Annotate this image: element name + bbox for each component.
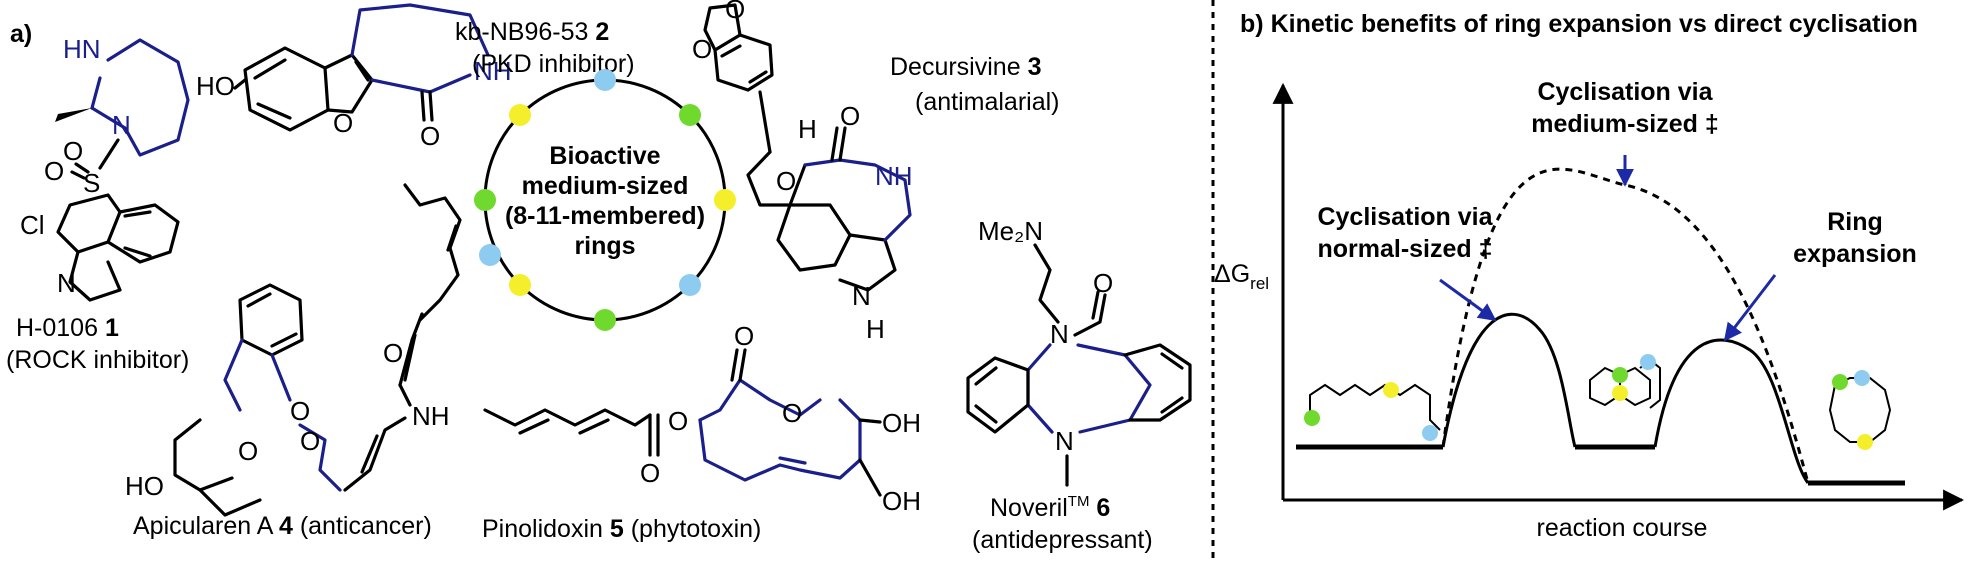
compound-kb-label: kb-NB96-53 2 xyxy=(455,18,609,46)
atom-h-indole: H xyxy=(866,314,885,344)
linear-chain-diagram xyxy=(1304,382,1441,441)
ring-dot-yellow xyxy=(714,189,736,211)
atom-o-lactone-carbonyl: O xyxy=(290,396,310,426)
atom-hn-1: HN xyxy=(63,34,101,64)
annotation-expansion-line2: expansion xyxy=(1793,240,1917,268)
atom-o-pyran: O xyxy=(238,436,258,466)
atom-nh-amide: NH xyxy=(412,401,450,431)
ring-dot-green xyxy=(594,309,616,331)
atom-h-decursivine: H xyxy=(798,114,817,144)
annotation-medium-line1: Cyclisation via xyxy=(1537,78,1713,106)
compound-noveril-label: NoverilTM 6 xyxy=(990,493,1110,522)
compound-decursivine-activity: (antimalarial) xyxy=(915,88,1059,116)
atom-o-lactone: O xyxy=(300,426,320,456)
ring-dot-blue xyxy=(679,274,701,296)
atom-o-s1: O xyxy=(44,156,64,186)
atom-o-ester-carbonyl: O xyxy=(640,458,660,488)
ring-dot-yellow xyxy=(509,274,531,296)
atom-n-1: N xyxy=(112,110,131,140)
medium-ring-product-diagram xyxy=(1828,370,1892,450)
bioactive-ring-diagram: Bioactive medium-sized (8-11-membered) r… xyxy=(474,69,736,331)
atom-n-noveril-2: N xyxy=(1055,426,1074,456)
atom-s: S xyxy=(83,168,100,198)
x-axis-label: reaction course xyxy=(1537,514,1708,542)
barrier-medium-direct xyxy=(1441,167,1810,484)
atom-o-decursivine: O xyxy=(776,166,796,196)
compound-h0106-structure: HN N S O O Cl N xyxy=(20,34,190,302)
center-line-2: medium-sized xyxy=(522,172,689,200)
chain-dot-green xyxy=(1304,410,1320,426)
atom-o-s2: O xyxy=(63,136,83,166)
barrier-normal xyxy=(1441,312,1577,448)
atom-o-noveril: O xyxy=(1093,268,1113,298)
atom-n-isoquinoline: N xyxy=(57,268,76,298)
atom-n-noveril-1: N xyxy=(1050,319,1069,349)
product-dot-yellow xyxy=(1857,434,1873,450)
bicycle-dot-green xyxy=(1612,367,1628,383)
ring-dot-green xyxy=(474,189,496,211)
arrow-normal xyxy=(1439,278,1497,322)
atom-o-lactone-5: O xyxy=(782,398,802,428)
atom-nh-decursivine: NH xyxy=(875,161,913,191)
atom-o-dioxole-1: O xyxy=(692,34,712,64)
compound-pinolidoxin-structure: O O O O OH OH xyxy=(483,321,921,516)
methyl-wedge xyxy=(55,108,92,122)
compound-kb-structure: O HO NH O xyxy=(196,3,512,151)
atom-ho-apicularen: HO xyxy=(125,471,164,501)
product-dot-blue xyxy=(1854,370,1870,386)
compound-apicularen-structure: O NH O O O HO xyxy=(125,183,462,517)
y-axis-label: ΔGrel xyxy=(1214,260,1269,293)
panel-b-title: b) Kinetic benefits of ring expansion vs… xyxy=(1240,10,1918,38)
atom-o-furan: O xyxy=(333,108,353,138)
center-line-4: rings xyxy=(574,232,635,260)
compound-decursivine-label: Decursivine 3 xyxy=(890,53,1041,81)
bicycle-dot-yellow xyxy=(1612,385,1628,401)
atom-o-lactone-carbonyl-5: O xyxy=(734,321,754,351)
atom-o-ester: O xyxy=(668,406,688,436)
center-line-1: Bioactive xyxy=(549,142,660,170)
ring-dot-blue xyxy=(594,69,616,91)
compound-pinolidoxin-label: Pinolidoxin 5 (phytotoxin) xyxy=(482,515,761,543)
atom-nh-kb: NH xyxy=(474,56,512,86)
annotation-normal-line2: normal-sized ‡ xyxy=(1317,235,1492,263)
ring-dot-green xyxy=(679,104,701,126)
product-dot-green xyxy=(1832,374,1848,390)
atom-me2n: Me₂N xyxy=(978,216,1043,246)
annotation-normal-line1: Cyclisation via xyxy=(1317,203,1493,231)
atom-ho-kb: HO xyxy=(196,71,235,101)
atom-oh-1: OH xyxy=(882,408,921,438)
annotation-medium-line2: medium-sized ‡ xyxy=(1531,110,1719,138)
arrow-expansion xyxy=(1723,274,1777,342)
bicycle-dot-blue xyxy=(1640,354,1656,370)
atom-oh-2: OH xyxy=(882,486,921,516)
chain-dot-yellow xyxy=(1383,382,1399,398)
barrier-expansion xyxy=(1653,338,1810,484)
compound-noveril-activity: (antidepressant) xyxy=(972,526,1153,554)
bicyclic-intermediate-diagram xyxy=(1589,354,1661,409)
annotation-expansion-line1: Ring xyxy=(1827,208,1883,236)
atom-o-amide: O xyxy=(383,338,403,368)
atom-nh-indole-n: N xyxy=(852,281,871,311)
panel-a-tag: a) xyxy=(10,20,32,48)
ring-dot-blue xyxy=(479,244,501,266)
chain-dot-blue xyxy=(1422,425,1438,441)
compound-h0106-label: H-0106 1 xyxy=(16,314,119,342)
atom-o-kb-carbonyl: O xyxy=(420,121,440,151)
compound-decursivine-structure: O O O H N H NH O xyxy=(692,0,913,344)
center-line-3: (8-11-membered) xyxy=(505,202,705,230)
atom-cl: Cl xyxy=(20,210,45,240)
compound-noveril-structure: Me₂N N N O xyxy=(966,216,1192,487)
ring-dot-yellow xyxy=(509,104,531,126)
compound-apicularen-label: Apicularen A 4 (anticancer) xyxy=(133,512,432,540)
compound-h0106-activity: (ROCK inhibitor) xyxy=(6,346,189,374)
atom-o-dioxole-2: O xyxy=(725,0,745,24)
atom-o-decursivine-carbonyl: O xyxy=(840,101,860,131)
